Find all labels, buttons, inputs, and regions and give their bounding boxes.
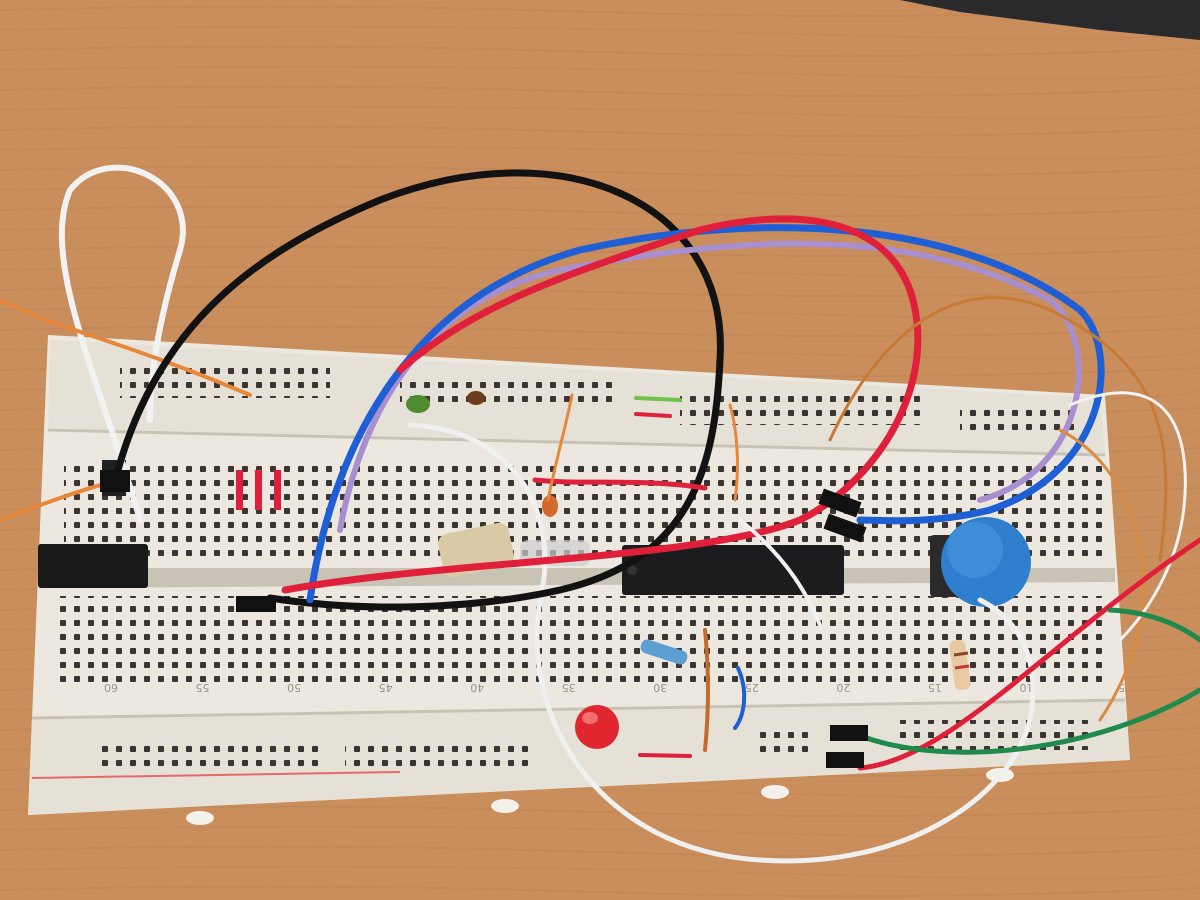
- resistor: [640, 639, 688, 665]
- white-wire: [738, 518, 822, 627]
- board-foot: [186, 811, 214, 825]
- wire-connector-plug: [818, 488, 862, 518]
- bottom-terminal-grid: [56, 596, 1106, 682]
- column-number: 25: [745, 681, 759, 694]
- wires: [0, 164, 1200, 864]
- column-number: 30: [653, 681, 667, 694]
- black-header-block: [38, 544, 148, 588]
- board-foot: [761, 785, 789, 799]
- red-wire: [857, 537, 1200, 771]
- orange-wire: [546, 393, 574, 502]
- top-rail-holes: [400, 380, 620, 410]
- column-number: 35: [562, 681, 576, 694]
- wire-connector-plug: [100, 470, 130, 492]
- orange-wire: [0, 298, 252, 397]
- red-jumper-stub: [255, 470, 262, 510]
- red-rail-line: [31, 771, 401, 779]
- column-number: 10: [1019, 681, 1033, 694]
- column-number: 55: [196, 681, 210, 694]
- column-number: 15: [928, 681, 942, 694]
- red-led: [575, 705, 619, 749]
- white-wire: [407, 422, 1036, 864]
- board-foot: [491, 799, 519, 813]
- column-number: 40: [470, 681, 484, 694]
- rail-divider-top: [47, 428, 1106, 457]
- dark-object-corner: [900, 0, 1200, 40]
- column-number: 20: [836, 681, 850, 694]
- red-wire: [634, 412, 672, 418]
- pushbutton-cap-highlight: [947, 522, 1003, 578]
- white-wire: [58, 164, 186, 523]
- bottom-rail-holes: [755, 730, 815, 760]
- microcontroller-chip: [622, 545, 844, 595]
- wire-connector-plug: [826, 752, 864, 768]
- orange-wire: [728, 403, 739, 502]
- red-wire: [638, 753, 692, 758]
- wire-connector-plug: [236, 596, 276, 612]
- green-wire: [1107, 607, 1200, 643]
- rail-divider-bottom: [31, 698, 1126, 720]
- orange-wire: [828, 296, 1168, 562]
- chip-notch: [627, 565, 637, 575]
- column-number: 60: [104, 681, 118, 694]
- white-wire: [1068, 391, 1187, 642]
- green-wire: [855, 687, 1200, 755]
- capacitor: [467, 391, 485, 405]
- wire-connector-plug: [823, 513, 867, 543]
- capacitor: [406, 395, 430, 413]
- components: [38, 391, 1031, 749]
- bottom-rail-holes: [345, 738, 535, 768]
- resistor-band: [954, 664, 970, 670]
- red-jumper-stub: [274, 470, 281, 510]
- resistor-band: [953, 651, 969, 657]
- wire-connector-plug: [830, 725, 868, 741]
- column-numbers: 60 55 50 45 40 35 30 25 20 15 10 5: [104, 681, 1125, 694]
- capacitor: [542, 495, 558, 517]
- orange-wire: [703, 628, 711, 752]
- green-wire: [634, 396, 682, 402]
- red-wire: [281, 215, 922, 594]
- column-number: 45: [379, 681, 393, 694]
- orange-wire: [1058, 428, 1146, 722]
- red-led-highlight: [582, 712, 598, 724]
- column-number: 5: [1118, 681, 1125, 694]
- red-jumper-stub: [236, 470, 243, 510]
- bottom-rail-holes: [100, 742, 320, 772]
- column-number: 50: [287, 681, 301, 694]
- blue-wire: [733, 666, 747, 730]
- black-wire: [114, 169, 724, 611]
